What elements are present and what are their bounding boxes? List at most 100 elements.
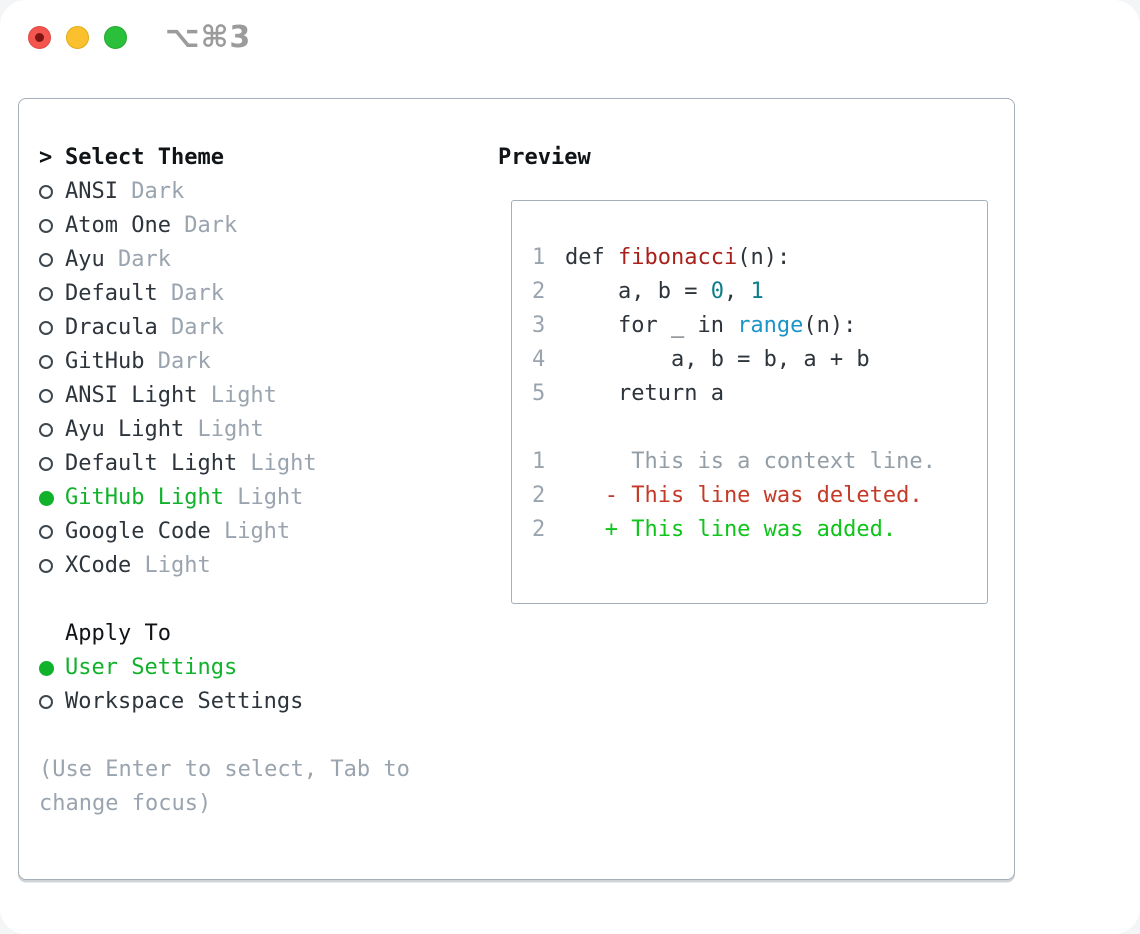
- code-segment-added: + This line was added.: [565, 517, 897, 542]
- theme-option-xcode[interactable]: XCode Light: [39, 549, 410, 583]
- line-number: 2: [532, 517, 546, 542]
- theme-option-github[interactable]: GitHub Dark: [39, 345, 410, 379]
- code-segment-plain: (n):: [803, 313, 857, 338]
- radio-icon: [39, 185, 65, 199]
- minimize-button[interactable]: [66, 26, 89, 49]
- radio-icon: [39, 525, 65, 539]
- theme-variant-tag: Dark: [144, 349, 211, 374]
- radio-icon: [39, 423, 65, 437]
- theme-option-ayu-light[interactable]: Ayu Light Light: [39, 413, 410, 447]
- select-theme-header: >Select Theme: [39, 141, 410, 175]
- code-segment-number: 1: [750, 279, 764, 304]
- code-segment-number: 0: [710, 279, 724, 304]
- theme-variant-tag: Dark: [157, 281, 224, 306]
- radio-icon: [39, 321, 65, 335]
- code-segment-plain: a, b = b, a + b: [565, 347, 870, 372]
- theme-variant-tag: Dark: [157, 315, 224, 340]
- traffic-lights: [28, 26, 127, 49]
- theme-option-ansi-light[interactable]: ANSI Light Light: [39, 379, 410, 413]
- code-segment-plain: def: [565, 245, 618, 270]
- apply-to-header: Apply To: [39, 617, 410, 651]
- code-line: 2 - This line was deleted.: [532, 479, 987, 513]
- title-bar: ⌥⌘3: [0, 0, 1140, 76]
- theme-variant-tag: Light: [223, 485, 304, 510]
- theme-variant-tag: Light: [197, 383, 277, 408]
- code-segment-plain: (n):: [737, 245, 791, 270]
- code-segment-context: This is a context line.: [565, 449, 936, 474]
- radio-unselected-icon: [39, 355, 53, 369]
- theme-option-label: Google Code: [65, 519, 211, 544]
- radio-unselected-icon: [39, 321, 53, 335]
- window-title-shortcut: ⌥⌘3: [165, 20, 252, 55]
- theme-option-ansi[interactable]: ANSI Dark: [39, 175, 410, 209]
- radio-icon: [39, 253, 65, 267]
- line-number: 4: [532, 347, 546, 372]
- radio-selected-icon: [39, 660, 54, 676]
- code-line: 5 return a: [532, 377, 987, 411]
- theme-option-atom-one[interactable]: Atom One Dark: [39, 209, 410, 243]
- apply-option-label: Workspace Settings: [65, 689, 304, 714]
- radio-unselected-icon: [39, 525, 53, 539]
- code-line: 2 + This line was added.: [532, 513, 987, 547]
- line-number: 2: [532, 279, 546, 304]
- code-line: 1 This is a context line.: [532, 445, 987, 479]
- line-number: 3: [532, 313, 546, 338]
- section-spacer: [39, 583, 410, 617]
- radio-icon: [39, 695, 65, 709]
- theme-variant-tag: Dark: [170, 213, 238, 238]
- theme-option-google-code[interactable]: Google Code Light: [39, 515, 410, 549]
- line-number: 1: [532, 449, 546, 474]
- code-segment-call: range: [737, 313, 804, 338]
- radio-unselected-icon: [39, 559, 53, 573]
- radio-icon: [39, 219, 65, 233]
- code-segment-plain: ,: [723, 279, 751, 304]
- radio-unselected-icon: [39, 423, 53, 437]
- radio-icon: [39, 559, 65, 573]
- theme-option-label: Atom One: [65, 213, 171, 238]
- radio-unselected-icon: [39, 695, 53, 709]
- theme-option-default-light[interactable]: Default Light Light: [39, 447, 410, 481]
- theme-variant-tag: Light: [210, 519, 291, 544]
- radio-unselected-icon: [39, 287, 53, 301]
- theme-option-label: Default: [65, 281, 158, 306]
- theme-option-github-light[interactable]: GitHub Light Light: [39, 481, 410, 515]
- theme-option-default[interactable]: Default Dark: [39, 277, 410, 311]
- radio-unselected-icon: [39, 253, 53, 267]
- code-line: 4 a, b = b, a + b: [532, 343, 987, 377]
- code-line: [532, 411, 987, 445]
- theme-option-dracula[interactable]: Dracula Dark: [39, 311, 410, 345]
- theme-variant-tag: Dark: [117, 179, 185, 204]
- theme-option-label: GitHub Light: [65, 485, 224, 510]
- apply-option-label: User Settings: [65, 655, 238, 680]
- apply-option-user-settings[interactable]: User Settings: [39, 651, 410, 685]
- radio-unselected-icon: [39, 389, 53, 403]
- radio-icon: [39, 660, 65, 676]
- theme-variant-tag: Light: [237, 451, 317, 476]
- radio-selected-icon: [39, 490, 54, 506]
- radio-unselected-icon: [39, 457, 53, 471]
- preview-title: Preview: [498, 145, 591, 170]
- hint-line-2: change focus): [39, 791, 212, 816]
- close-button[interactable]: [28, 26, 51, 49]
- select-theme-title: Select Theme: [65, 145, 224, 170]
- theme-option-label: GitHub: [65, 349, 145, 374]
- radio-unselected-icon: [39, 185, 53, 199]
- theme-option-label: Ayu: [65, 247, 105, 272]
- code-segment-plain: a, b =: [565, 279, 711, 304]
- theme-option-ayu[interactable]: Ayu Dark: [39, 243, 410, 277]
- theme-option-label: Default Light: [65, 451, 238, 476]
- apply-option-workspace-settings[interactable]: Workspace Settings: [39, 685, 410, 719]
- code-segment-plain: return a: [565, 381, 724, 406]
- zoom-button[interactable]: [104, 26, 127, 49]
- code-segment-deleted: - This line was deleted.: [565, 483, 923, 508]
- theme-variant-tag: Dark: [104, 247, 171, 272]
- line-number: 5: [532, 381, 546, 406]
- code-segment-plain: for _ in: [565, 313, 738, 338]
- radio-icon: [39, 490, 65, 506]
